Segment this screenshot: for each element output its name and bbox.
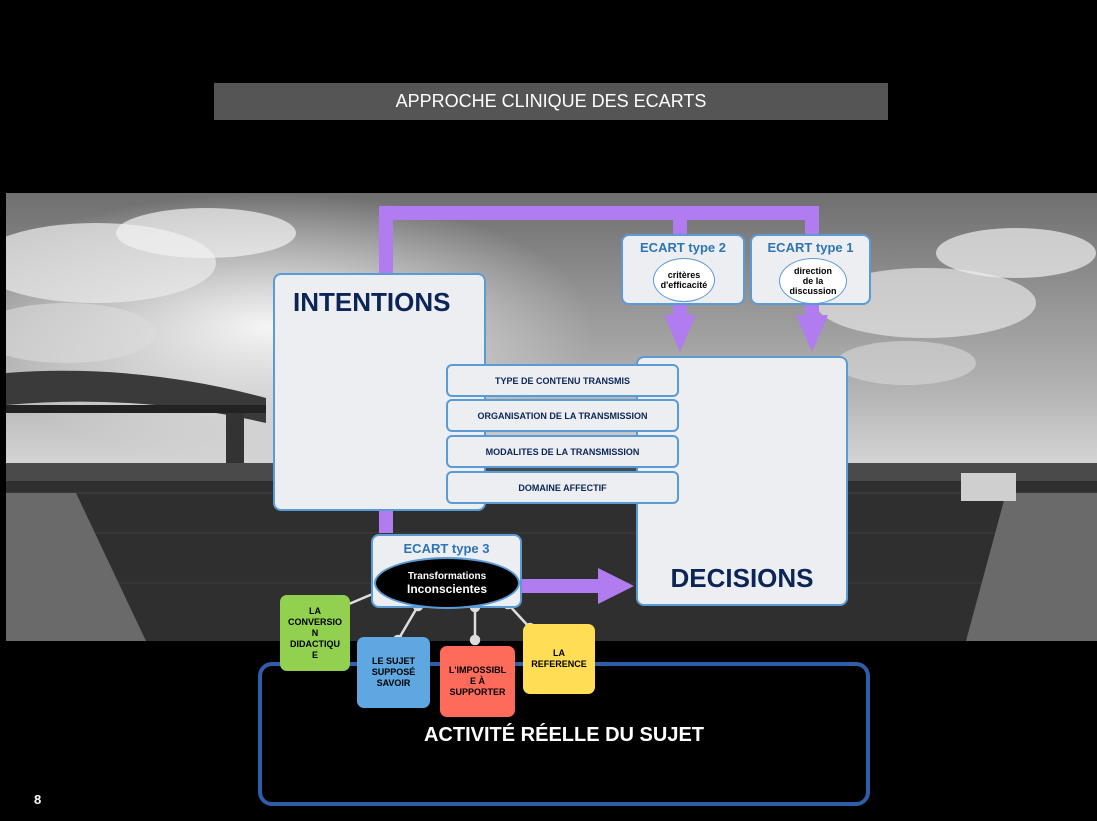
arrow-head-decisions: [598, 568, 634, 604]
tag-line: CONVERSIO: [287, 616, 342, 627]
decisions-label: DECISIONS: [670, 563, 814, 593]
transmission-row-modalites: MODALITES DE LA TRANSMISSION: [446, 435, 679, 468]
ecart-type1-title: ECART type 1: [767, 240, 854, 255]
page-number: 8: [34, 792, 42, 807]
transformations-line1: Transformations: [407, 570, 487, 582]
arrow-head-ecart2: [664, 315, 696, 352]
transmission-row-affectif: DOMAINE AFFECTIF: [446, 471, 679, 504]
tag-line: LE SUJET: [371, 656, 415, 666]
slide-title: APPROCHE CLINIQUE DES ECARTS: [214, 83, 888, 120]
ecart-type2-line1: critères: [667, 270, 701, 280]
ecart-type1-line1: direction: [793, 266, 832, 276]
tag-line: LA: [308, 605, 321, 616]
transmission-row-organisation: ORGANISATION DE LA TRANSMISSION: [446, 399, 679, 432]
transformations-line2: Inconscientes: [406, 581, 488, 596]
ecart-type2-line2: d'efficacité: [660, 280, 708, 290]
tag-line: N: [311, 627, 319, 638]
tag-line: L'IMPOSSIBL: [448, 665, 507, 675]
tag-line: LA: [552, 648, 565, 658]
tag-line: DIDACTIQU: [289, 638, 340, 649]
activity-label: ACTIVITÉ RÉELLE DU SUJET: [423, 724, 705, 746]
tag-line: E À: [469, 676, 485, 686]
tag-line: REFERENCE: [531, 659, 587, 669]
arrow-head-ecart1: [796, 315, 828, 352]
tag-line: SUPPOSÉ: [371, 667, 416, 677]
transformations-oval: Transformations Inconscientes: [374, 557, 520, 609]
slide-title-text: APPROCHE CLINIQUE DES ECARTS: [395, 91, 707, 111]
tag-line: SAVOIR: [376, 678, 411, 688]
ecart-type3-title: ECART type 3: [403, 541, 490, 556]
ecart-type1-line3: discussion: [789, 286, 837, 296]
intentions-label: INTENTIONS: [293, 287, 451, 317]
tag-line: E: [311, 649, 318, 660]
ecart-type2-title: ECART type 2: [640, 240, 726, 255]
tag-line: SUPPORTER: [449, 687, 506, 697]
ecart-type1-line2: de la: [802, 276, 824, 286]
transmission-row-content: TYPE DE CONTENU TRANSMIS: [446, 364, 679, 397]
